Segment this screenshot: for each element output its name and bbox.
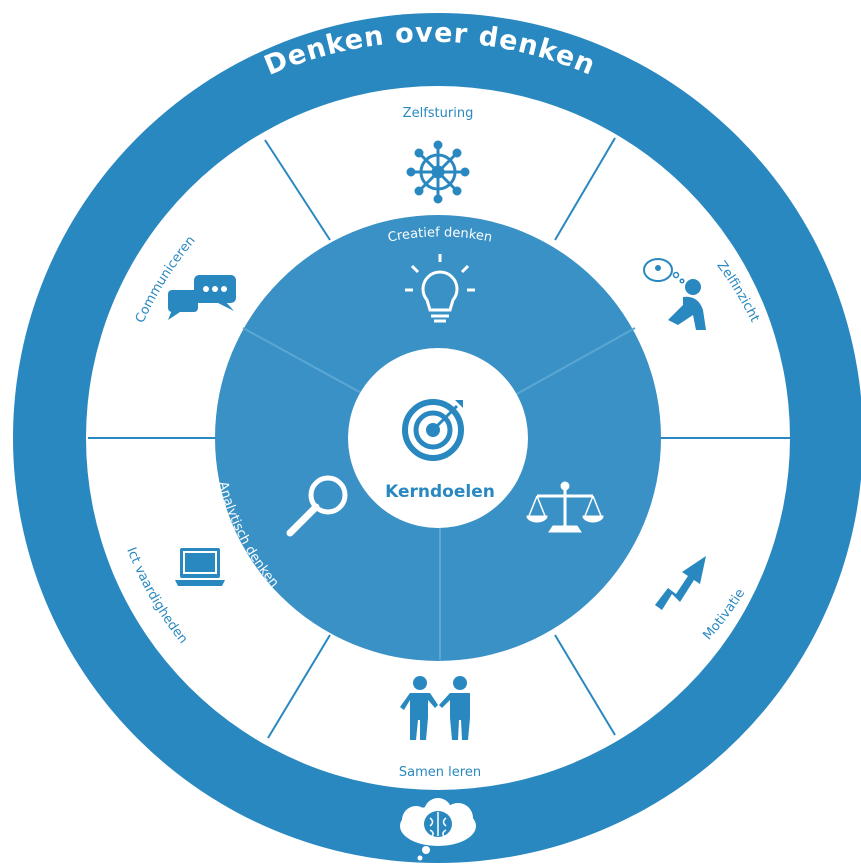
- outer-label-zelfsturing: Zelfsturing: [403, 106, 474, 121]
- target-icon: [402, 399, 464, 461]
- two-people-icon: [400, 676, 470, 740]
- lightbulb-icon: [405, 254, 475, 323]
- brain-cloud-icon: [400, 798, 476, 861]
- chat-bubbles-icon: [168, 275, 236, 320]
- center-circle: [348, 348, 528, 528]
- rising-arrow-icon: [655, 556, 706, 610]
- inner-label-creatief: Creatief denken: [387, 225, 494, 245]
- magnifier-icon: [286, 475, 348, 537]
- thinking-person-icon: [643, 258, 706, 330]
- scales-icon: [526, 481, 604, 533]
- ship-wheel-icon: [406, 140, 470, 204]
- thinking-ring-dividers: [242, 327, 636, 660]
- outer-label-samen-leren: Samen leren: [399, 765, 481, 780]
- laptop-icon: [175, 548, 225, 586]
- skills-ring-dividers: [88, 137, 790, 739]
- center-label: Kerndoelen: [385, 482, 495, 502]
